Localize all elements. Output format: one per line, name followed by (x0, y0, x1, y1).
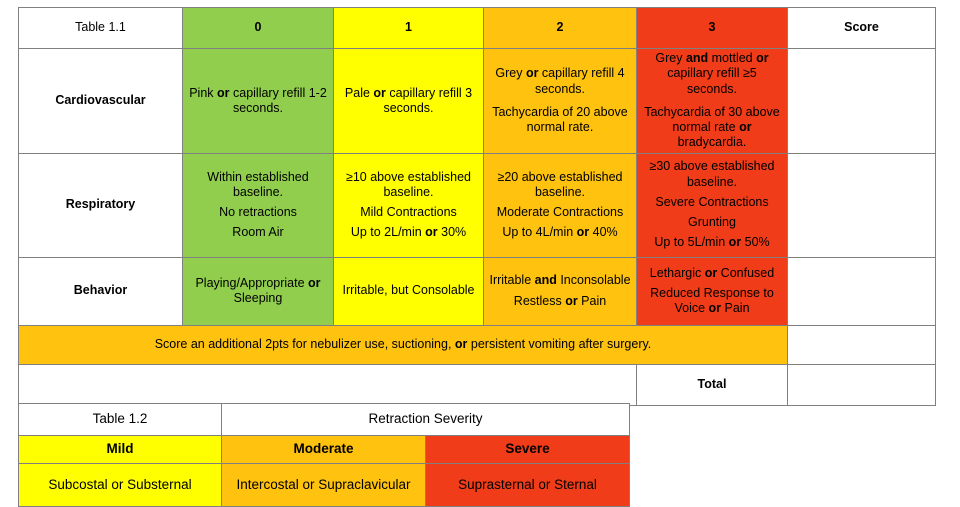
retraction-severity-table: Table 1.2 Retraction Severity Mild Moder… (18, 403, 631, 507)
cell-line: Severe Contractions (655, 194, 769, 209)
cell-line: No retractions (219, 205, 297, 219)
score-input-behavior[interactable] (787, 256, 936, 326)
cell-behavior-1: Irritable, but Consolable (333, 256, 484, 326)
cell-line: Irritable, but Consolable (342, 283, 475, 298)
cell-line: Irritable and Inconsolable (489, 273, 631, 288)
column-header-score: Score (787, 7, 936, 49)
cell-line: Mild Contractions (360, 205, 457, 219)
score-input-cardiovascular[interactable] (787, 48, 936, 154)
table-1-1-name: Table 1.1 (18, 7, 183, 49)
cell-line: Pink or capillary refill 1-2 seconds. (189, 85, 327, 115)
cell-line: Pale or capillary refill 3 seconds. (344, 85, 473, 115)
table-header-row: Table 1.1 0 1 2 3 Score (18, 7, 936, 49)
table-row: Cardiovascular Pink or capillary refill … (18, 48, 936, 154)
severity-value-mild: Subcostal or Substernal (18, 463, 222, 507)
cell-line: Lethargic or Confused (649, 265, 775, 280)
cell-respiratory-2: ≥20 above established baseline. Moderate… (483, 152, 637, 258)
cell-line: Reduced Response to Voice or Pain (650, 285, 774, 316)
severity-header-severe: Severe (424, 435, 631, 464)
score-input-additional[interactable] (787, 324, 936, 365)
cell-line: Room Air (232, 225, 284, 240)
severity-value-moderate: Intercostal or Supraclavicular (221, 463, 426, 507)
column-header-2: 2 (483, 7, 637, 49)
cell-behavior-3: Lethargic or Confused Reduced Response t… (636, 256, 788, 326)
table-1-2-title-row: Table 1.2 Retraction Severity (18, 403, 631, 436)
cell-behavior-2: Irritable and Inconsolable Restless or P… (483, 256, 637, 326)
table-row: Score an additional 2pts for nebulizer u… (18, 324, 936, 365)
additional-points-note: Score an additional 2pts for nebulizer u… (18, 324, 788, 365)
cell-line: Moderate Contractions (496, 205, 624, 219)
column-header-0: 0 (182, 7, 334, 49)
cell-cardiovascular-1: Pale or capillary refill 3 seconds. (333, 48, 484, 154)
total-label: Total (636, 363, 788, 406)
cell-line: Tachycardia of 20 above normal rate. (492, 104, 628, 134)
cell-behavior-0: Playing/Appropriate or Sleeping (182, 256, 334, 326)
cell-cardiovascular-0: Pink or capillary refill 1-2 seconds. (182, 48, 334, 154)
severity-value-severe: Suprasternal or Sternal (424, 463, 631, 507)
table-1-2-header-row: Mild Moderate Severe (18, 435, 631, 464)
row-label-respiratory: Respiratory (18, 152, 183, 258)
cell-respiratory-1: ≥10 above established baseline. Mild Con… (333, 152, 484, 258)
cell-line: Up to 5L/min or 50% (654, 235, 770, 250)
cell-line: Within established baseline. (207, 169, 309, 199)
cell-line: Grey and mottled or capillary refill ≥5 … (655, 51, 769, 96)
cell-line: Grey or capillary refill 4 seconds. (495, 66, 625, 96)
row-label-behavior: Behavior (18, 256, 183, 326)
total-score-input[interactable] (787, 363, 936, 406)
severity-header-moderate: Moderate (221, 435, 426, 464)
table-row: Respiratory Within established baseline.… (18, 152, 936, 258)
total-row-spacer (18, 363, 637, 406)
cell-line: ≥20 above established baseline. (497, 169, 623, 199)
cell-line: Up to 2L/min or 30% (350, 225, 467, 240)
table-row: Total (18, 363, 936, 406)
cell-respiratory-3: ≥30 above established baseline. Severe C… (636, 152, 788, 258)
cell-line: Grunting (688, 215, 736, 230)
pews-score-table: Table 1.1 0 1 2 3 Score Cardiovascular P… (18, 7, 936, 406)
column-header-3: 3 (636, 7, 788, 49)
table-1-2-value-row: Subcostal or Substernal Intercostal or S… (18, 463, 631, 507)
score-input-respiratory[interactable] (787, 152, 936, 258)
cell-line: Up to 4L/min or 40% (502, 225, 618, 240)
table-1-2-name: Table 1.2 (18, 403, 222, 436)
row-label-cardiovascular: Cardiovascular (18, 48, 183, 154)
column-header-1: 1 (333, 7, 484, 49)
cell-line: ≥30 above established baseline. (649, 159, 775, 189)
table-row: Behavior Playing/Appropriate or Sleeping… (18, 256, 936, 326)
cell-cardiovascular-3: Grey and mottled or capillary refill ≥5 … (636, 48, 788, 154)
table-1-2-title: Retraction Severity (220, 403, 631, 436)
cell-line: Playing/Appropriate or Sleeping (195, 275, 321, 305)
cell-line: ≥10 above established baseline. (345, 169, 471, 199)
cell-line: Tachycardia of 30 above normal rate or b… (644, 104, 780, 150)
cell-line: Restless or Pain (513, 293, 607, 308)
cell-cardiovascular-2: Grey or capillary refill 4 seconds. Tach… (483, 48, 637, 154)
cell-respiratory-0: Within established baseline. No retracti… (182, 152, 334, 258)
severity-header-mild: Mild (18, 435, 222, 464)
